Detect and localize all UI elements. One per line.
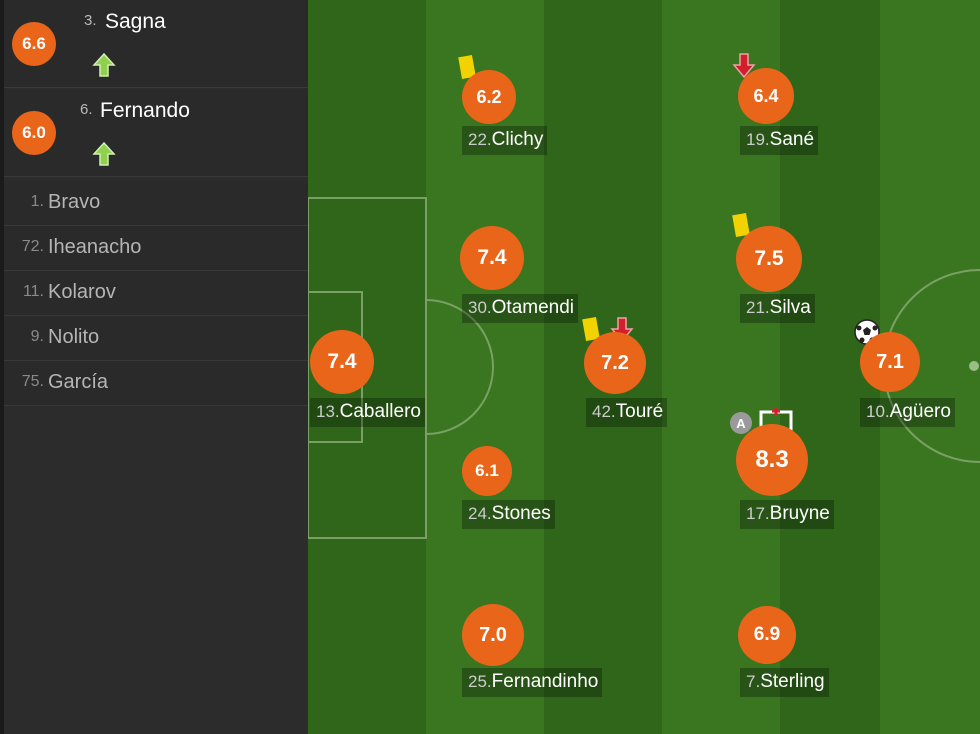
- rating-badge: 7.2: [584, 332, 646, 394]
- player-name: Agüero: [889, 401, 951, 422]
- rating-badge: 7.5: [736, 226, 802, 292]
- player-name: Sagna: [105, 10, 166, 33]
- player-label: 13.Caballero: [310, 398, 425, 427]
- player-number: 19.: [746, 130, 770, 149]
- player-name: Clichy: [491, 129, 544, 150]
- player-name: Caballero: [339, 401, 421, 422]
- player-number: 21.: [746, 298, 770, 317]
- rating-badge: 6.1: [462, 446, 512, 496]
- player-name: Stones: [491, 503, 551, 524]
- player-name: Fernando: [100, 99, 190, 122]
- bench-list: 1. Bravo 72. Iheanacho 11. Kolarov 9. No…: [4, 181, 308, 406]
- player-name: Sané: [769, 129, 815, 150]
- goal-frame-icon: [759, 407, 793, 434]
- player-number: 7.: [746, 672, 761, 691]
- player-number: 17.: [746, 504, 770, 523]
- rating-badge: 7.1: [860, 332, 920, 392]
- player-number: 75.: [21, 373, 44, 390]
- player-number: 11.: [22, 283, 44, 300]
- player-label: 42.Touré: [586, 398, 668, 427]
- pitch: 6.2 22.Clichy 6.4 19.Sané 7.4 30.Otamend…: [308, 0, 980, 734]
- player-number: 30.: [468, 298, 492, 317]
- player-number: 6.: [80, 101, 93, 118]
- sub-in-arrow-icon: [92, 141, 116, 166]
- player-label: 7.Sterling: [740, 668, 829, 697]
- bench-item-iheanacho[interactable]: 72. Iheanacho: [4, 226, 308, 271]
- player-name: Bruyne: [769, 503, 830, 524]
- assist-icon: A: [730, 412, 752, 434]
- substitute-row-fernando[interactable]: 6.0 6. Fernando: [4, 89, 308, 177]
- player-number: 42.: [592, 402, 616, 421]
- player-name: Otamendi: [491, 297, 575, 318]
- bench-item-bravo[interactable]: 1. Bravo: [4, 181, 308, 226]
- player-number: 1.: [30, 193, 44, 210]
- rating-badge: 6.4: [738, 68, 794, 124]
- rating-badge: 8.3: [736, 424, 808, 496]
- substitutes-panel: 6.6 3. Sagna 6.0 6. Fernando 1. Bravo 72…: [0, 0, 308, 734]
- player-label: 22.Clichy: [462, 126, 548, 155]
- yellow-card-icon: [582, 316, 600, 342]
- yellow-card-icon: [458, 54, 476, 80]
- rating-badge: 7.4: [310, 330, 374, 394]
- player-name: Silva: [769, 297, 811, 318]
- player-name: Iheanacho: [48, 236, 142, 258]
- player-name: Bravo: [48, 191, 101, 213]
- player-label: 25.Fernandinho: [462, 668, 603, 697]
- player-number: 10.: [866, 402, 890, 421]
- player-name: Kolarov: [48, 281, 116, 303]
- panel-edge: [0, 0, 4, 734]
- player-number: 72.: [21, 238, 44, 255]
- player-name: Fernandinho: [491, 671, 599, 692]
- rating-badge: 6.2: [462, 70, 516, 124]
- bench-item-nolito[interactable]: 9. Nolito: [4, 316, 308, 361]
- player-label: 17.Bruyne: [740, 500, 834, 529]
- bench-item-kolarov[interactable]: 11. Kolarov: [4, 271, 308, 316]
- goal-ball-icon: [854, 319, 880, 345]
- rating-badge: 6.6: [12, 22, 56, 66]
- rating-badge: 6.0: [12, 111, 56, 155]
- rating-badge: 6.9: [738, 606, 796, 664]
- player-name: Nolito: [48, 326, 100, 348]
- player-label: 19.Sané: [740, 126, 819, 155]
- yellow-card-icon: [732, 212, 750, 238]
- player-number: 24.: [468, 504, 492, 523]
- player-number: 9.: [30, 328, 44, 345]
- player-number: 3.: [84, 12, 97, 29]
- player-name: Sterling: [760, 671, 825, 692]
- player-label: 24.Stones: [462, 500, 555, 529]
- player-number: 22.: [468, 130, 492, 149]
- player-number: 25.: [468, 672, 492, 691]
- pitch-markings: [308, 0, 980, 734]
- player-name: García: [48, 371, 109, 393]
- rating-badge: 7.4: [460, 226, 524, 290]
- substitute-row-sagna[interactable]: 6.6 3. Sagna: [4, 0, 308, 88]
- rating-badge: 7.0: [462, 604, 524, 666]
- player-name: Touré: [615, 401, 664, 422]
- sub-off-arrow-icon: [732, 53, 756, 79]
- player-label: 10.Agüero: [860, 398, 955, 427]
- player-label: 21.Silva: [740, 294, 815, 323]
- player-number: 13.: [316, 402, 340, 421]
- bench-item-garcia[interactable]: 75. García: [4, 361, 308, 406]
- sub-in-arrow-icon: [92, 52, 116, 77]
- player-label: 30.Otamendi: [462, 294, 579, 323]
